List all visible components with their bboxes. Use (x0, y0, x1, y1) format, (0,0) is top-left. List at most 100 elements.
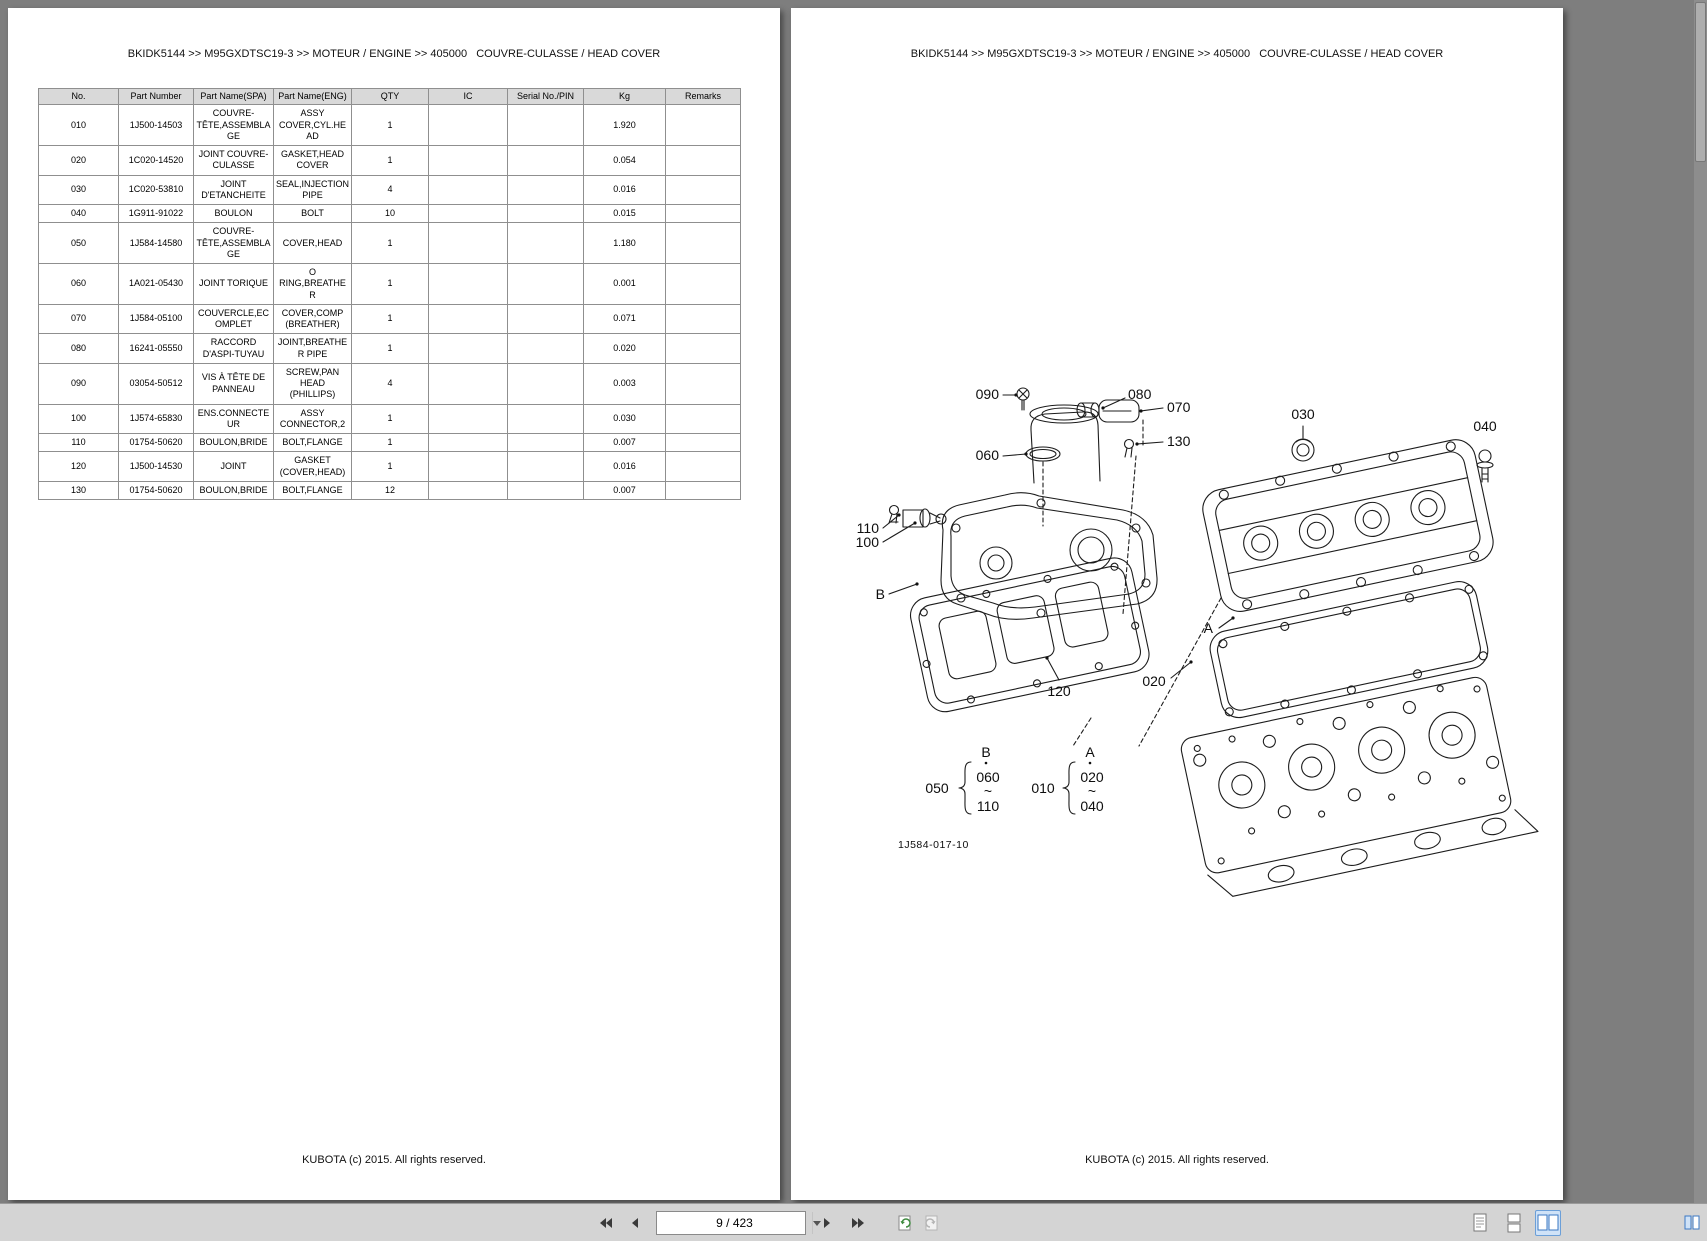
table-cell (665, 480, 741, 501)
vertical-scrollbar[interactable] (1694, 0, 1707, 1203)
table-cell: ASSY CONNECTOR,2 (273, 403, 352, 434)
table-cell: 100 (38, 403, 119, 434)
next-view-button[interactable] (920, 1210, 946, 1236)
table-cell (428, 145, 508, 176)
flange-bolt-upper-part (1123, 438, 1135, 458)
part-label: 100 (856, 534, 880, 550)
two-page-view-button[interactable] (1535, 1210, 1561, 1236)
two-page-view-icon (1537, 1214, 1559, 1231)
side-panel-button[interactable] (1679, 1210, 1705, 1236)
panel-toggle-icon (1684, 1215, 1700, 1230)
table-cell (428, 303, 508, 335)
last-page-button[interactable] (844, 1210, 870, 1236)
table-cell: JOINT,BREATHER PIPE (273, 333, 352, 364)
table-cell: 1 (351, 263, 429, 305)
table-cell (507, 303, 584, 335)
column-header: Part Name(ENG) (273, 87, 352, 106)
table-cell (507, 451, 584, 482)
table-cell: JOINT TORIQUE (193, 263, 274, 305)
part-label: 080 (1128, 386, 1152, 402)
page-number-input[interactable] (657, 1212, 812, 1234)
column-header: Kg (583, 87, 666, 106)
column-header: Serial No./PIN (507, 87, 584, 106)
assembly-axis-lines (1042, 419, 1222, 747)
table-cell (665, 432, 741, 453)
table-cell (428, 403, 508, 434)
right-arrow-icon (824, 1218, 830, 1228)
table-cell: 0.007 (583, 432, 666, 453)
viewer-toolbar (0, 1203, 1707, 1241)
table-cell (507, 480, 584, 501)
table-cell: SEAL,INJECTION PIPE (273, 174, 352, 205)
figure-reference: 1J584-017-10 (898, 839, 969, 851)
table-cell: 130 (38, 480, 119, 501)
column-header: Part Name(SPA) (193, 87, 274, 106)
column-header: No. (38, 87, 119, 106)
continuous-view-icon (1507, 1213, 1521, 1233)
table-cell: BOULON (193, 203, 274, 224)
column-header: Part Number (118, 87, 194, 106)
table-cell (507, 333, 584, 364)
table-cell: 020 (38, 145, 119, 176)
cover-head-part (940, 492, 1158, 620)
page-dropdown-button[interactable] (812, 1212, 821, 1234)
section-label: B (876, 586, 885, 602)
previous-page-button[interactable] (622, 1210, 648, 1236)
copyright: KUBOTA (c) 2015. All rights reserved. (302, 1154, 486, 1166)
bolt-part (1476, 449, 1494, 483)
table-cell: 120 (38, 451, 119, 482)
table-cell: 1 (351, 403, 429, 434)
table-cell (665, 303, 741, 335)
table-cell: BOLT,FLANGE (273, 432, 352, 453)
continuous-view-button[interactable] (1501, 1210, 1527, 1236)
column-header: Remarks (665, 87, 741, 106)
next-page-button[interactable] (814, 1210, 840, 1236)
first-page-button[interactable] (592, 1210, 618, 1236)
table-cell: 030 (38, 174, 119, 205)
table-cell: 12 (351, 480, 429, 501)
double-right-arrow-icon (852, 1218, 864, 1228)
table-cell: 03054-50512 (118, 362, 194, 405)
table-cell: COVER,HEAD (273, 222, 352, 264)
table-cell: BOULON,BRIDE (193, 480, 274, 501)
table-cell: 1G911-91022 (118, 203, 194, 224)
callout-item: 040 (1080, 798, 1104, 814)
view-mode-group (1467, 1209, 1561, 1237)
part-label: 030 (1291, 406, 1315, 422)
head-cover-part (1202, 439, 1494, 612)
callout-title: A (1085, 744, 1095, 760)
previous-view-button[interactable] (890, 1210, 916, 1236)
table-cell: 080 (38, 333, 119, 364)
table-cell (428, 362, 508, 405)
connector-part (902, 508, 947, 528)
table-cell: JOINT (193, 451, 274, 482)
table-cell: BOULON,BRIDE (193, 432, 274, 453)
gasket-right-part (1209, 581, 1489, 719)
table-cell (665, 222, 741, 264)
single-page-view-button[interactable] (1467, 1210, 1493, 1236)
table-cell: ENS.CONNECTEUR (193, 403, 274, 434)
part-label: 070 (1167, 399, 1191, 415)
table-cell (428, 263, 508, 305)
table-cell: 0.016 (583, 174, 666, 205)
table-cell: 1J584-14580 (118, 222, 194, 264)
table-cell: SCREW,PAN HEAD (PHILLIPS) (273, 362, 352, 405)
previous-view-icon (898, 1215, 911, 1231)
callout-braces (958, 761, 1076, 815)
scrollbar-thumb[interactable] (1695, 2, 1706, 162)
gasket-left-part (909, 557, 1150, 713)
table-cell: JOINT D'ETANCHEITE (193, 174, 274, 205)
table-cell (507, 222, 584, 264)
table-cell: 1C020-14520 (118, 145, 194, 176)
table-cell: 1.920 (583, 104, 666, 146)
page-navigation (592, 1209, 946, 1237)
callout-title: B (981, 744, 990, 760)
table-cell: 1A021-05430 (118, 263, 194, 305)
table-cell: COUVRE-TÊTE,ASSEMBLAGE (193, 222, 274, 264)
table-cell (665, 263, 741, 305)
table-cell (665, 333, 741, 364)
